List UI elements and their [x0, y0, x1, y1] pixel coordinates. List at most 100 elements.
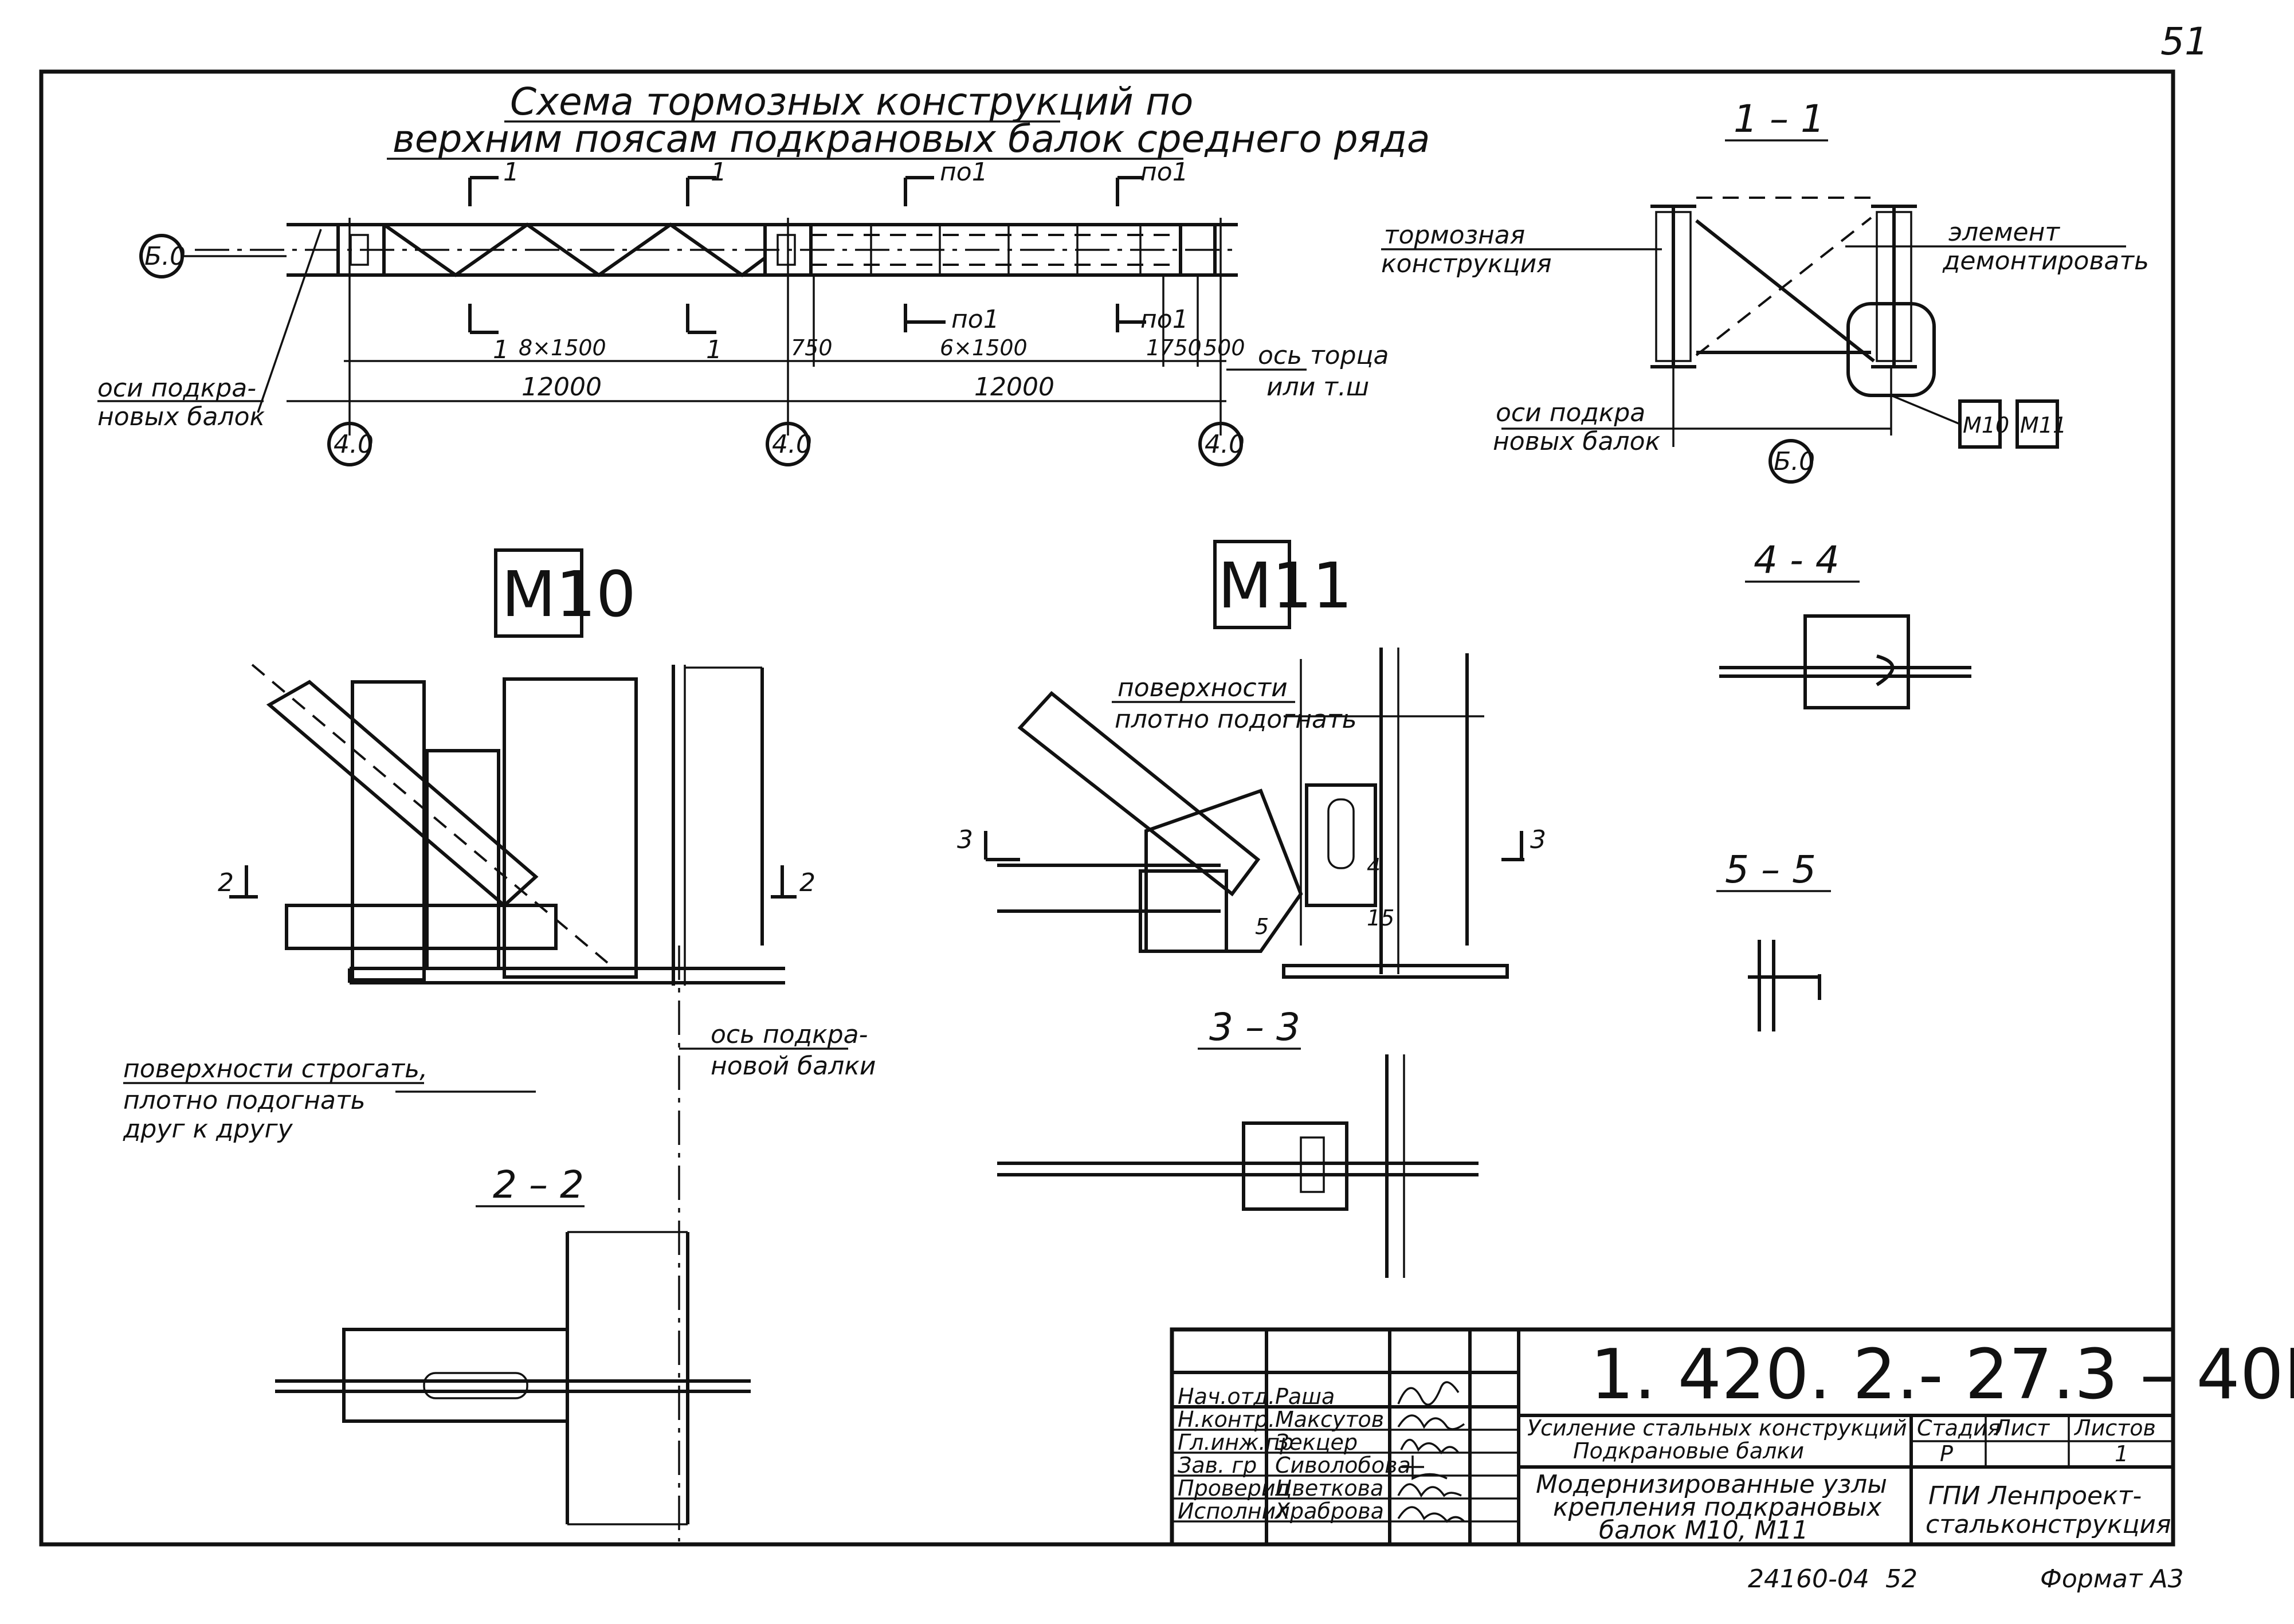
section-4-4: 4 - 4 — [1719, 538, 1971, 709]
name-4: Сиволобова — [1275, 1453, 1411, 1478]
drawing-title-3: балок М10, М11 — [1599, 1516, 1809, 1545]
section-3-3-title: 3 – 3 — [1209, 1005, 1300, 1049]
scheme-axis-row: Б.0 — [144, 242, 186, 271]
drawing-title-1: Модернизированные узлы — [1536, 1470, 1887, 1499]
dim-1750: 1750 — [1146, 335, 1202, 360]
footer-inv: 24160-04 — [1748, 1564, 1869, 1594]
dim-750: 750 — [791, 335, 833, 360]
label-element-1: элемент — [1948, 218, 2060, 247]
m11-cut-right: 3 — [1530, 825, 1546, 854]
m11-title: М11 — [1218, 549, 1352, 622]
dim-500: 500 — [1203, 335, 1245, 360]
section-5-5: 5 – 5 — [1716, 848, 1831, 1031]
signature-2 — [1397, 1414, 1465, 1430]
org-1: ГПИ Ленпроект- — [1928, 1481, 2142, 1511]
scheme-title-line2: верхним поясам подкрановых балок среднег… — [393, 117, 1430, 161]
m11-label-surfaces-2: плотно подогнать — [1115, 705, 1357, 734]
name-6: Храброва — [1274, 1499, 1384, 1524]
dim-12000-a: 12000 — [521, 372, 602, 402]
cut-mark-po1c: по1 — [1140, 158, 1189, 187]
section-3-3: 3 – 3 — [997, 1005, 1479, 1278]
node-m10: М10 — [1963, 413, 2009, 438]
m10-cut-right: 2 — [799, 868, 815, 897]
label-element-2: демонтировать — [1942, 246, 2149, 276]
dim-8x1500: 8×1500 — [519, 335, 606, 360]
cut-mark-po1b: по1 — [951, 305, 999, 334]
scheme-label-end-2: или т.ш — [1266, 372, 1369, 402]
m10-label-surfaces-1: поверхности строгать, — [123, 1054, 428, 1084]
drawing-code: 1. 420. 2.- 27.3 – 40КМ — [1590, 1335, 2294, 1415]
scheme-label-axes-2: новых балок — [97, 402, 265, 432]
scheme-label-end-1: ось торца — [1258, 341, 1389, 370]
m11-cut-left: 3 — [957, 825, 973, 854]
sheets-header: Листов — [2073, 1415, 2156, 1441]
cut-mark-1b: 1 — [493, 335, 509, 364]
footer-format: Формат А3 — [2040, 1564, 2184, 1594]
signature-3 — [1400, 1438, 1460, 1455]
m10-label-axis-2: новой балки — [711, 1052, 876, 1081]
section-2-2: 2 – 2 — [275, 1163, 751, 1525]
page-number: 51 — [2160, 19, 2209, 64]
m11-label-surfaces-1: поверхности — [1117, 673, 1288, 703]
scheme-axis-col-c: 4.0 — [1205, 430, 1245, 459]
stage-value: Р — [1940, 1441, 1953, 1466]
node-m11-detail: М11 3 3 4 5 15 поверхности плотно подогн… — [957, 540, 1546, 979]
m11-mark-15: 15 — [1367, 905, 1394, 931]
brake-scheme: Схема тормозных конструкций по верхним п… — [97, 80, 1430, 466]
signature-4 — [1401, 1456, 1448, 1480]
scheme-title-line1: Схема тормозных конструкций по — [510, 80, 1193, 124]
scheme-axis-col-a: 4.0 — [334, 430, 374, 459]
footer-num: 52 — [1885, 1564, 1917, 1594]
stage-header: Стадия — [1917, 1415, 2001, 1441]
role-1: Нач.отд. — [1178, 1384, 1275, 1409]
title-block: 1. 420. 2.- 27.3 – 40КМ Нач.отд. Раша Н.… — [1170, 1327, 2294, 1547]
cut-mark-po1a: по1 — [940, 158, 988, 187]
section-1-1-title: 1 – 1 — [1734, 97, 1825, 141]
section-5-5-title: 5 – 5 — [1725, 848, 1816, 892]
scheme-axis-col-b: 4.0 — [772, 430, 812, 459]
section-2-2-title: 2 – 2 — [493, 1163, 584, 1207]
cut-mark-1a: 1 — [503, 158, 519, 187]
name-3: Зекцер — [1275, 1430, 1358, 1455]
m10-label-surfaces-3: друг к другу — [123, 1115, 293, 1144]
sheets-value: 1 — [2115, 1441, 2128, 1466]
dim-6x1500: 6×1500 — [940, 335, 1028, 360]
signature-1 — [1397, 1381, 1460, 1406]
label-brake-2: конструкция — [1381, 249, 1552, 278]
sheet-frame — [39, 69, 2175, 1547]
cut-mark-1d: 1 — [706, 335, 722, 364]
m11-mark-5: 5 — [1255, 914, 1269, 939]
section-1-1: 1 – 1 тормозная конструкция элемент демо… — [1381, 97, 2149, 484]
cut-mark-1c: 1 — [711, 158, 727, 187]
name-5: Цветкова — [1275, 1476, 1383, 1501]
label-axes-1-1-a: оси подкра — [1496, 398, 1645, 427]
sheet-header: Лист — [1993, 1415, 2050, 1441]
m10-title: М10 — [501, 558, 636, 631]
node-m10-detail: М10 2 2 поверхности строгать, плотно под… — [123, 548, 876, 1541]
signature-5 — [1397, 1483, 1462, 1498]
org-2: стальконструкция — [1926, 1510, 2171, 1539]
section-1-1-axis: Б.0 — [1774, 447, 1815, 476]
m10-cut-left: 2 — [218, 868, 234, 897]
role-6: Исполнил — [1178, 1499, 1290, 1524]
drawing-title-2: крепления подкрановых — [1553, 1493, 1882, 1522]
label-axes-1-1-b: новых балок — [1493, 427, 1661, 456]
role-5: Проверил — [1178, 1476, 1289, 1501]
dim-12000-b: 12000 — [974, 372, 1054, 402]
m10-label-axis-1: ось подкра- — [711, 1020, 868, 1049]
scheme-label-axes-1: оси подкра- — [97, 374, 256, 403]
role-4: Зав. гр — [1178, 1453, 1257, 1478]
node-m11: М11 — [2020, 413, 2066, 438]
m11-mark-4: 4 — [1367, 854, 1381, 879]
cut-mark-po1d: по1 — [1140, 305, 1189, 334]
section-4-4-title: 4 - 4 — [1754, 538, 1840, 582]
signature-6 — [1397, 1506, 1465, 1523]
name-2: Максутов — [1275, 1407, 1384, 1432]
project-line2: Подкрановые балки — [1573, 1438, 1804, 1464]
m10-label-surfaces-2: плотно подогнать — [123, 1086, 366, 1115]
name-1: Раша — [1275, 1384, 1335, 1409]
project-line1: Усиление стальных конструкций — [1527, 1415, 1907, 1441]
role-3: Гл.инж.пр — [1178, 1430, 1293, 1455]
role-2: Н.контр. — [1178, 1407, 1275, 1432]
